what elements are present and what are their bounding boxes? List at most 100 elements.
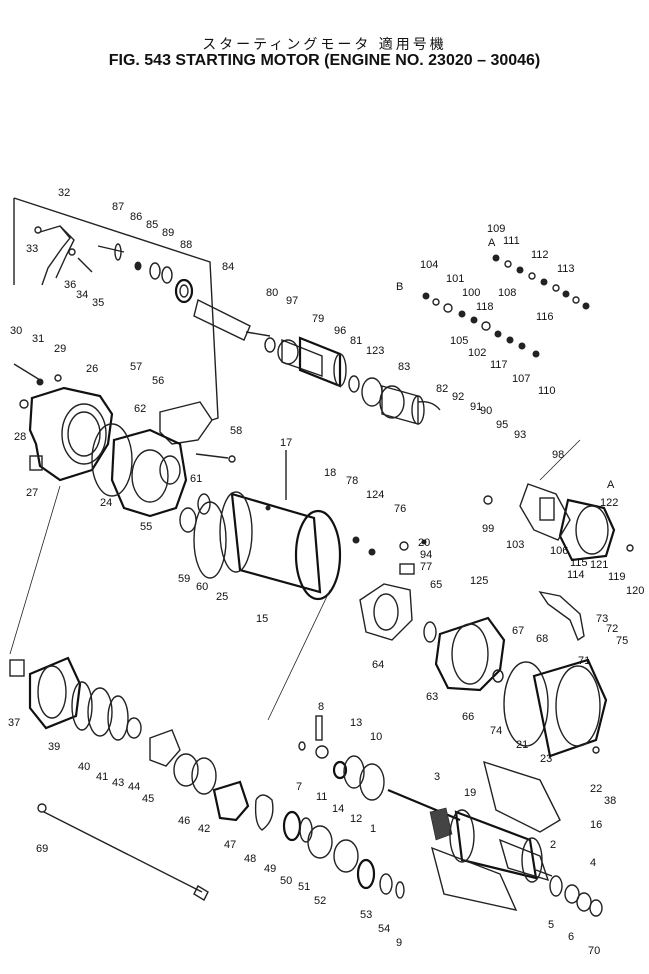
part-label-80: 80: [266, 287, 278, 299]
part-label-3: 3: [434, 771, 440, 783]
part-label-36: 36: [64, 279, 76, 291]
part-label-18: 18: [324, 467, 336, 479]
part-label-12: 12: [350, 813, 362, 825]
rear-bracket: [423, 616, 506, 692]
part-label-93: 93: [514, 429, 526, 441]
part-label-111: 111: [503, 235, 520, 247]
part-label-82: 82: [436, 383, 448, 395]
rear-cover: [503, 658, 608, 758]
plunger-parts: [97, 243, 194, 304]
part-label-84: 84: [222, 261, 234, 273]
part-label-45: 45: [142, 793, 154, 805]
part-label-119: 119: [608, 571, 626, 583]
part-label-38: 38: [604, 795, 616, 807]
part-label-90: 90: [480, 405, 492, 417]
part-label-116: 116: [536, 311, 554, 323]
through-bolt-upper: [13, 363, 62, 386]
part-label-9: 9: [396, 937, 402, 949]
part-label-54: 54: [378, 923, 390, 935]
part-label-2: 2: [550, 839, 556, 851]
part-label-120: 120: [626, 585, 644, 597]
part-label-31: 31: [32, 333, 44, 345]
part-label-113: 113: [557, 263, 575, 275]
section-callouts: A B A: [396, 237, 615, 491]
part-label-48: 48: [244, 853, 256, 865]
yoke: [193, 491, 342, 601]
armature-washers: [549, 875, 603, 917]
part-label-68: 68: [536, 633, 548, 645]
part-label-21: 21: [516, 739, 528, 751]
part-label-67: 67: [512, 625, 524, 637]
part-label-4: 4: [590, 857, 596, 869]
part-label-96: 96: [334, 325, 346, 337]
part-label-77: 77: [420, 561, 432, 573]
part-label-101: 101: [446, 273, 464, 285]
washers-center: [307, 825, 405, 899]
part-label-19: 19: [464, 787, 476, 799]
part-label-58: 58: [230, 425, 242, 437]
part-label-33: 33: [26, 243, 38, 255]
part-label-66: 66: [462, 711, 474, 723]
part-label-118: 118: [476, 301, 494, 313]
part-label-25: 25: [216, 591, 228, 603]
part-label-100: 100: [462, 287, 480, 299]
solenoid: [264, 336, 360, 393]
part-label-108: 108: [498, 287, 516, 299]
part-label-52: 52: [314, 895, 326, 907]
part-label-94: 94: [420, 549, 432, 561]
part-label-98: 98: [552, 449, 564, 461]
part-label-50: 50: [280, 875, 292, 887]
figure-title: FIG. 543 STARTING MOTOR (ENGINE NO. 2302…: [108, 52, 541, 69]
part-label-89: 89: [162, 227, 174, 239]
part-label-11: 11: [316, 791, 327, 803]
gasket-ring: [91, 423, 133, 497]
part-label-46: 46: [178, 815, 190, 827]
pinion-spring-parts: [254, 794, 313, 843]
part-label-121: 121: [590, 559, 608, 571]
part-label-7: 7: [296, 781, 302, 793]
center-gear-parts: [298, 715, 385, 801]
brush-plate: [359, 583, 413, 641]
part-label-92: 92: [452, 391, 464, 403]
part-label-20: 20: [418, 537, 430, 549]
part-label-1: 1: [370, 823, 376, 835]
gear-housing: [19, 386, 114, 482]
part-label-123: 123: [366, 345, 384, 357]
part-label-78: 78: [346, 475, 358, 487]
part-label-79: 79: [312, 313, 324, 325]
part-label-26: 26: [86, 363, 98, 375]
callout-a-lower: A: [607, 479, 615, 491]
part-label-13: 13: [350, 717, 362, 729]
shift-lever: [34, 225, 93, 286]
part-label-81: 81: [350, 335, 362, 347]
part-label-42: 42: [198, 823, 210, 835]
drive-housing: [110, 401, 236, 518]
part-label-105: 105: [450, 335, 468, 347]
clutch-rings: [71, 681, 181, 767]
part-label-125: 125: [470, 575, 488, 587]
part-label-124: 124: [366, 489, 384, 501]
part-label-37: 37: [8, 717, 20, 729]
washers-left: [173, 753, 250, 822]
part-label-114: 114: [567, 569, 585, 581]
end-cover: [558, 498, 634, 562]
part-label-6: 6: [568, 931, 574, 943]
terminal-parts-row-b: [422, 292, 540, 358]
terminal-plate: [538, 590, 585, 642]
part-label-27: 27: [26, 487, 38, 499]
pinion-drive: [9, 656, 82, 730]
part-label-115: 115: [570, 557, 588, 569]
part-label-88: 88: [180, 239, 192, 251]
title-japanese: スターティングモータ 適用号機: [202, 37, 447, 53]
part-label-91: 91: [470, 401, 482, 413]
plunger-shaft: [193, 298, 271, 341]
part-label-8: 8: [318, 701, 324, 713]
callout-a-upper: A: [488, 237, 496, 249]
terminal-parts-row-a: [492, 254, 590, 310]
part-label-76: 76: [394, 503, 406, 515]
part-label-60: 60: [196, 581, 208, 593]
brush-holder: [361, 377, 441, 425]
part-label-99: 99: [482, 523, 494, 535]
part-label-62: 62: [134, 403, 146, 415]
